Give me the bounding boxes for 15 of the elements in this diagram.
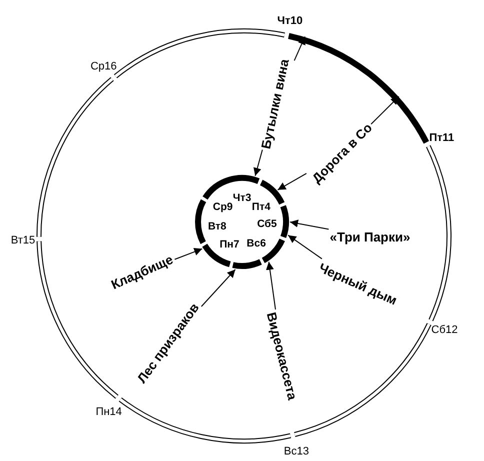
event-label: «Три Парки» — [330, 230, 410, 244]
arrow — [174, 248, 203, 260]
arrow — [370, 96, 400, 125]
day-segment: Сб12 — [294, 322, 458, 437]
day-segment: Вс6 — [246, 238, 285, 264]
arrow — [288, 234, 322, 260]
day-segment: Вт15 — [10, 77, 114, 246]
arrow — [266, 261, 276, 310]
arrow — [277, 172, 307, 190]
arrow — [290, 220, 330, 230]
day-segment: Пт11 — [426, 132, 454, 322]
arrow — [294, 36, 306, 62]
event-label: Бутылки вина — [258, 58, 292, 150]
arrow — [200, 269, 236, 307]
arrow — [253, 149, 263, 176]
